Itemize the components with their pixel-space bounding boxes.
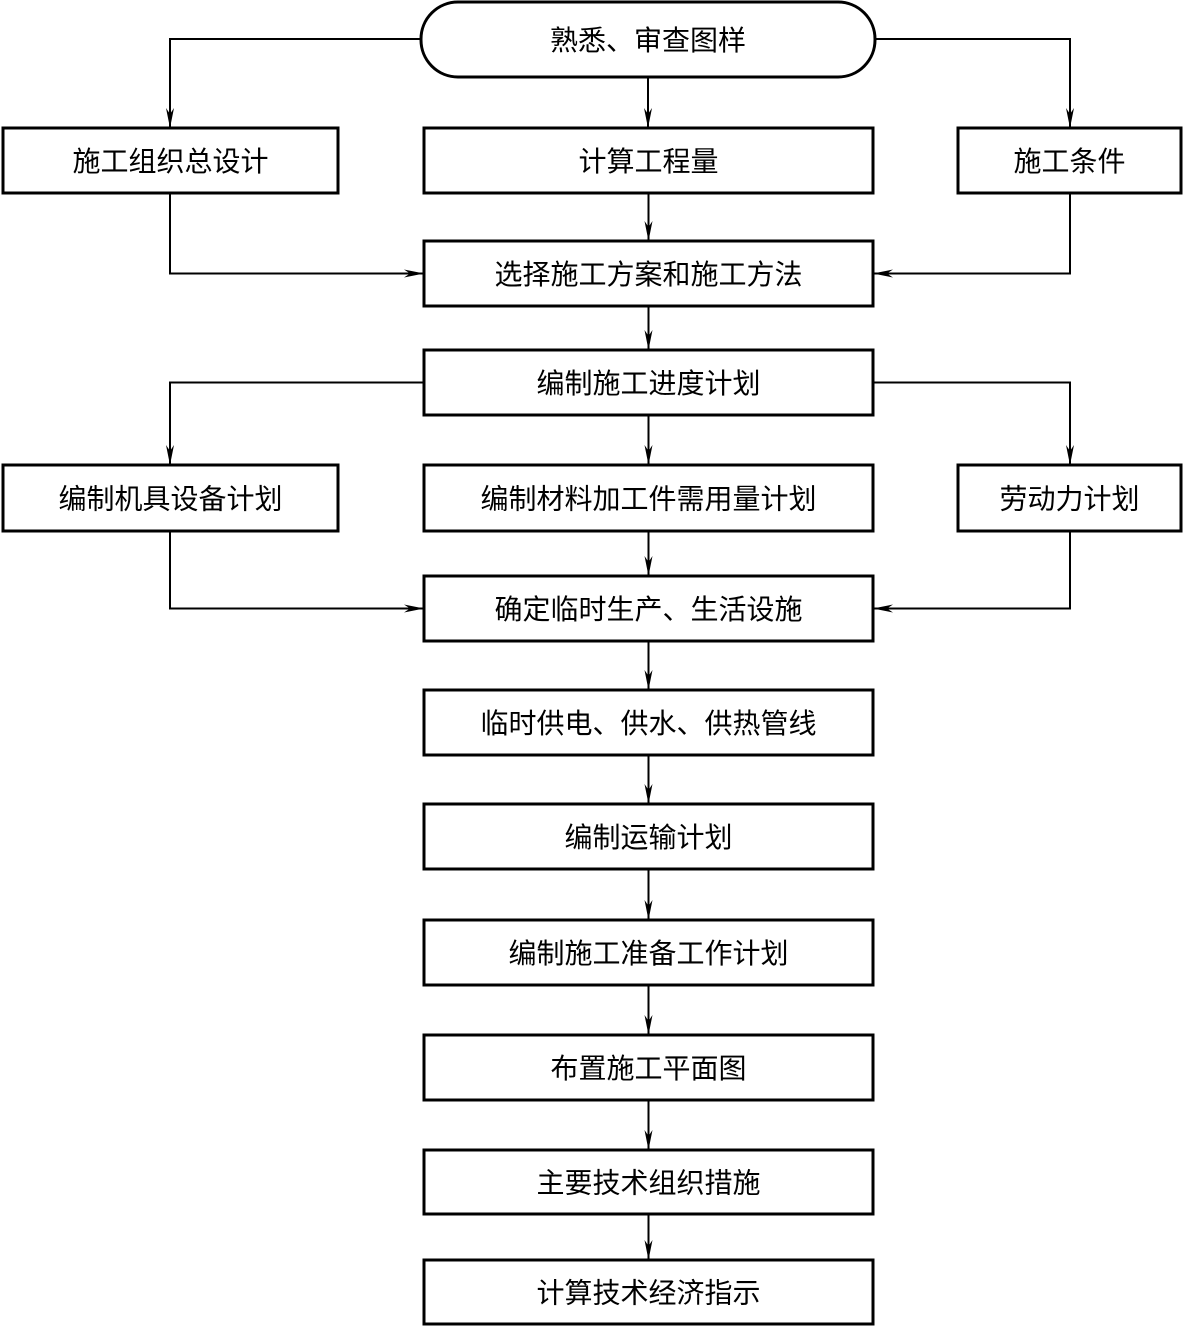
edge-start-to-general-design bbox=[166, 38, 421, 128]
node-labor-box bbox=[956, 463, 1183, 533]
node-start: 熟悉、审查图样 bbox=[419, 0, 877, 79]
node-indicators-box bbox=[422, 1258, 875, 1326]
node-quantities: 计算工程量 bbox=[422, 126, 875, 195]
edge-line bbox=[873, 381, 1071, 465]
edge-arrowhead bbox=[644, 900, 653, 920]
edge-arrowhead bbox=[644, 1130, 653, 1150]
edge-arrowhead bbox=[644, 1240, 653, 1260]
node-scheme-box bbox=[422, 239, 875, 308]
edge-arrowhead bbox=[873, 269, 893, 278]
node-prep-work: 编制施工准备工作计划 bbox=[422, 918, 875, 987]
edge-line bbox=[873, 531, 1071, 610]
edge-transport-to-prep-work bbox=[644, 869, 653, 920]
edge-conditions-to-scheme bbox=[873, 193, 1071, 278]
node-quantities-box bbox=[422, 126, 875, 195]
edge-utilities-to-transport bbox=[644, 755, 653, 804]
node-scheme: 选择施工方案和施工方法 bbox=[422, 239, 875, 308]
edge-start-to-quantities bbox=[644, 77, 652, 128]
edge-equipment-to-temp-facilities bbox=[169, 531, 424, 613]
edge-materials-to-temp-facilities bbox=[644, 531, 653, 576]
node-materials-box bbox=[422, 463, 875, 533]
node-transport-box bbox=[422, 802, 875, 871]
node-utilities: 临时供电、供水、供热管线 bbox=[422, 688, 875, 757]
edge-arrowhead bbox=[166, 108, 174, 128]
edge-line bbox=[875, 38, 1071, 128]
node-equipment-label: 编制机具设备计划 bbox=[58, 483, 282, 516]
node-transport: 编制运输计划 bbox=[422, 802, 875, 871]
node-conditions-label: 施工条件 bbox=[1013, 145, 1125, 178]
edge-arrowhead bbox=[644, 670, 653, 690]
node-utilities-box bbox=[422, 688, 875, 757]
node-schedule-label: 编制施工进度计划 bbox=[536, 367, 760, 400]
edge-arrowhead bbox=[644, 1015, 653, 1035]
edge-scheme-to-schedule bbox=[644, 306, 653, 350]
edge-arrowhead bbox=[404, 604, 424, 613]
node-indicators: 计算技术经济指示 bbox=[422, 1258, 875, 1326]
node-general-design-label: 施工组织总设计 bbox=[72, 145, 268, 178]
node-temp-facilities-box bbox=[422, 574, 875, 643]
node-prep-work-box bbox=[422, 918, 875, 987]
node-general-design-box bbox=[1, 126, 340, 195]
edge-arrowhead bbox=[644, 330, 653, 350]
edge-line bbox=[169, 38, 421, 128]
node-labor: 劳动力计划 bbox=[956, 463, 1183, 533]
node-materials: 编制材料加工件需用量计划 bbox=[422, 463, 875, 533]
node-site-plan-box bbox=[422, 1033, 875, 1102]
node-prep-work-label: 编制施工准备工作计划 bbox=[508, 937, 788, 970]
node-scheme-label: 选择施工方案和施工方法 bbox=[494, 258, 802, 291]
edge-site-plan-to-measures bbox=[644, 1100, 653, 1150]
edge-arrowhead bbox=[644, 784, 653, 804]
node-temp-facilities: 确定临时生产、生活设施 bbox=[422, 574, 875, 643]
edge-arrowhead bbox=[644, 108, 652, 128]
edge-arrowhead bbox=[644, 221, 653, 241]
node-equipment: 编制机具设备计划 bbox=[1, 463, 340, 533]
edge-arrowhead bbox=[1066, 445, 1074, 465]
node-measures: 主要技术组织措施 bbox=[422, 1148, 875, 1216]
edge-quantities-to-scheme bbox=[644, 193, 653, 241]
node-start-label: 熟悉、审查图样 bbox=[550, 24, 746, 57]
edge-schedule-to-materials bbox=[644, 415, 653, 465]
node-site-plan-label: 布置施工平面图 bbox=[550, 1052, 746, 1085]
edge-temp-facilities-to-utilities bbox=[644, 641, 653, 690]
edge-arrowhead bbox=[166, 445, 174, 465]
flowchart-edges bbox=[166, 38, 1074, 1260]
edge-arrowhead bbox=[1066, 108, 1074, 128]
node-indicators-label: 计算技术经济指示 bbox=[536, 1277, 760, 1310]
edge-arrowhead bbox=[644, 556, 653, 576]
edge-schedule-to-labor bbox=[873, 381, 1074, 465]
edge-general-design-to-scheme bbox=[169, 193, 424, 278]
node-transport-label: 编制运输计划 bbox=[564, 821, 732, 854]
node-general-design: 施工组织总设计 bbox=[1, 126, 340, 195]
edge-prep-work-to-site-plan bbox=[644, 985, 653, 1035]
node-materials-label: 编制材料加工件需用量计划 bbox=[480, 483, 816, 516]
edge-line bbox=[169, 381, 424, 465]
edge-arrowhead bbox=[873, 604, 893, 613]
node-schedule-box bbox=[422, 348, 875, 417]
edge-measures-to-indicators bbox=[644, 1214, 653, 1260]
node-start-box bbox=[419, 0, 877, 79]
node-quantities-label: 计算工程量 bbox=[578, 145, 718, 178]
node-temp-facilities-label: 确定临时生产、生活设施 bbox=[494, 593, 802, 626]
node-measures-label: 主要技术组织措施 bbox=[536, 1167, 760, 1200]
edge-arrowhead bbox=[404, 269, 424, 278]
edge-line bbox=[873, 193, 1071, 275]
edge-arrowhead bbox=[644, 445, 653, 465]
node-measures-box bbox=[422, 1148, 875, 1216]
node-equipment-box bbox=[1, 463, 340, 533]
edge-line bbox=[169, 531, 424, 610]
node-conditions-box bbox=[956, 126, 1183, 195]
node-conditions: 施工条件 bbox=[956, 126, 1183, 195]
edge-labor-to-temp-facilities bbox=[873, 531, 1071, 613]
node-schedule: 编制施工进度计划 bbox=[422, 348, 875, 417]
edge-line bbox=[169, 193, 424, 275]
edge-schedule-to-equipment bbox=[166, 381, 424, 465]
edge-start-to-conditions bbox=[875, 38, 1074, 128]
node-labor-label: 劳动力计划 bbox=[999, 483, 1139, 516]
node-utilities-label: 临时供电、供水、供热管线 bbox=[480, 707, 816, 740]
node-site-plan: 布置施工平面图 bbox=[422, 1033, 875, 1102]
